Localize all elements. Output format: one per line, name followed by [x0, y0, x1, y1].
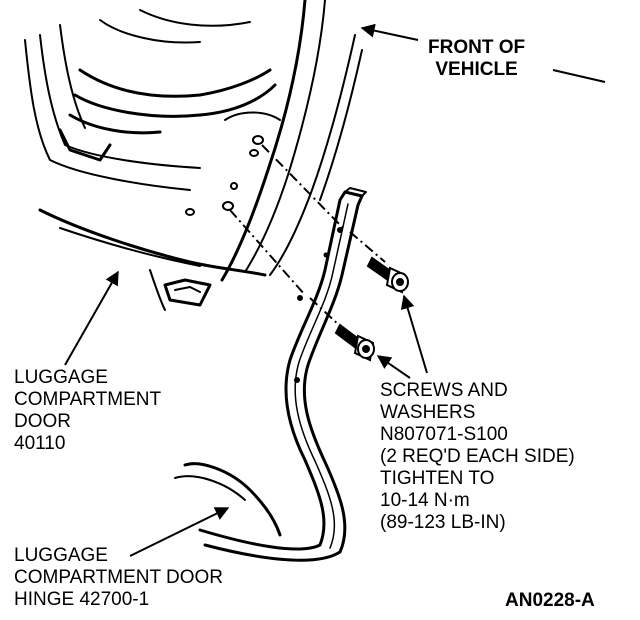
screws-line5: TIGHTEN TO: [380, 468, 495, 489]
screws-label: SCREWS AND WASHERS N807071-S100 (2 REQ'D…: [380, 380, 575, 534]
front-of-vehicle-line2: VEHICLE: [435, 59, 518, 80]
luggage-door-line2: COMPARTMENT: [14, 389, 162, 410]
screws-line4: (2 REQ'D EACH SIDE): [380, 446, 575, 467]
luggage-door-label: LUGGAGE COMPARTMENT DOOR 40110: [14, 367, 161, 455]
screw-lower: [334, 323, 375, 362]
front-of-vehicle-label: FRONT OF VEHICLE: [428, 37, 525, 81]
screws-line7: (89-123 LB-IN): [380, 512, 506, 533]
screw-leader-lower: [376, 355, 411, 379]
screws-line1: SCREWS AND: [380, 380, 508, 401]
front-of-vehicle-arrow: [360, 23, 419, 41]
screw-upper: [366, 256, 409, 294]
screws-line2: WASHERS: [380, 402, 476, 423]
screws-line6: 10-14 N·m: [380, 490, 470, 511]
luggage-door-line3: DOOR: [14, 411, 71, 432]
front-of-vehicle-tail: [552, 69, 606, 83]
front-of-vehicle-line1: FRONT OF: [428, 37, 526, 58]
screws-line3: N807071-S100: [380, 424, 508, 445]
luggage-door-line1: LUGGAGE: [14, 367, 108, 388]
screw-leader-upper: [400, 294, 428, 374]
hinge-label: LUGGAGE COMPARTMENT DOOR HINGE 42700-1: [14, 545, 223, 611]
hinge-leader: [129, 507, 230, 557]
figure-id: AN0228-A: [505, 590, 595, 611]
hinge-line3: HINGE 42700-1: [14, 589, 150, 610]
hinge-arm: [174, 187, 367, 562]
alignment-lines: [229, 144, 386, 341]
luggage-door-line4: 40110: [14, 433, 66, 454]
luggage-door-panel: [24, 0, 363, 311]
hinge-line2: COMPARTMENT DOOR: [14, 567, 224, 588]
door-leader: [64, 270, 119, 366]
hinge-line1: LUGGAGE: [14, 545, 108, 566]
leader-lines: [64, 23, 606, 557]
